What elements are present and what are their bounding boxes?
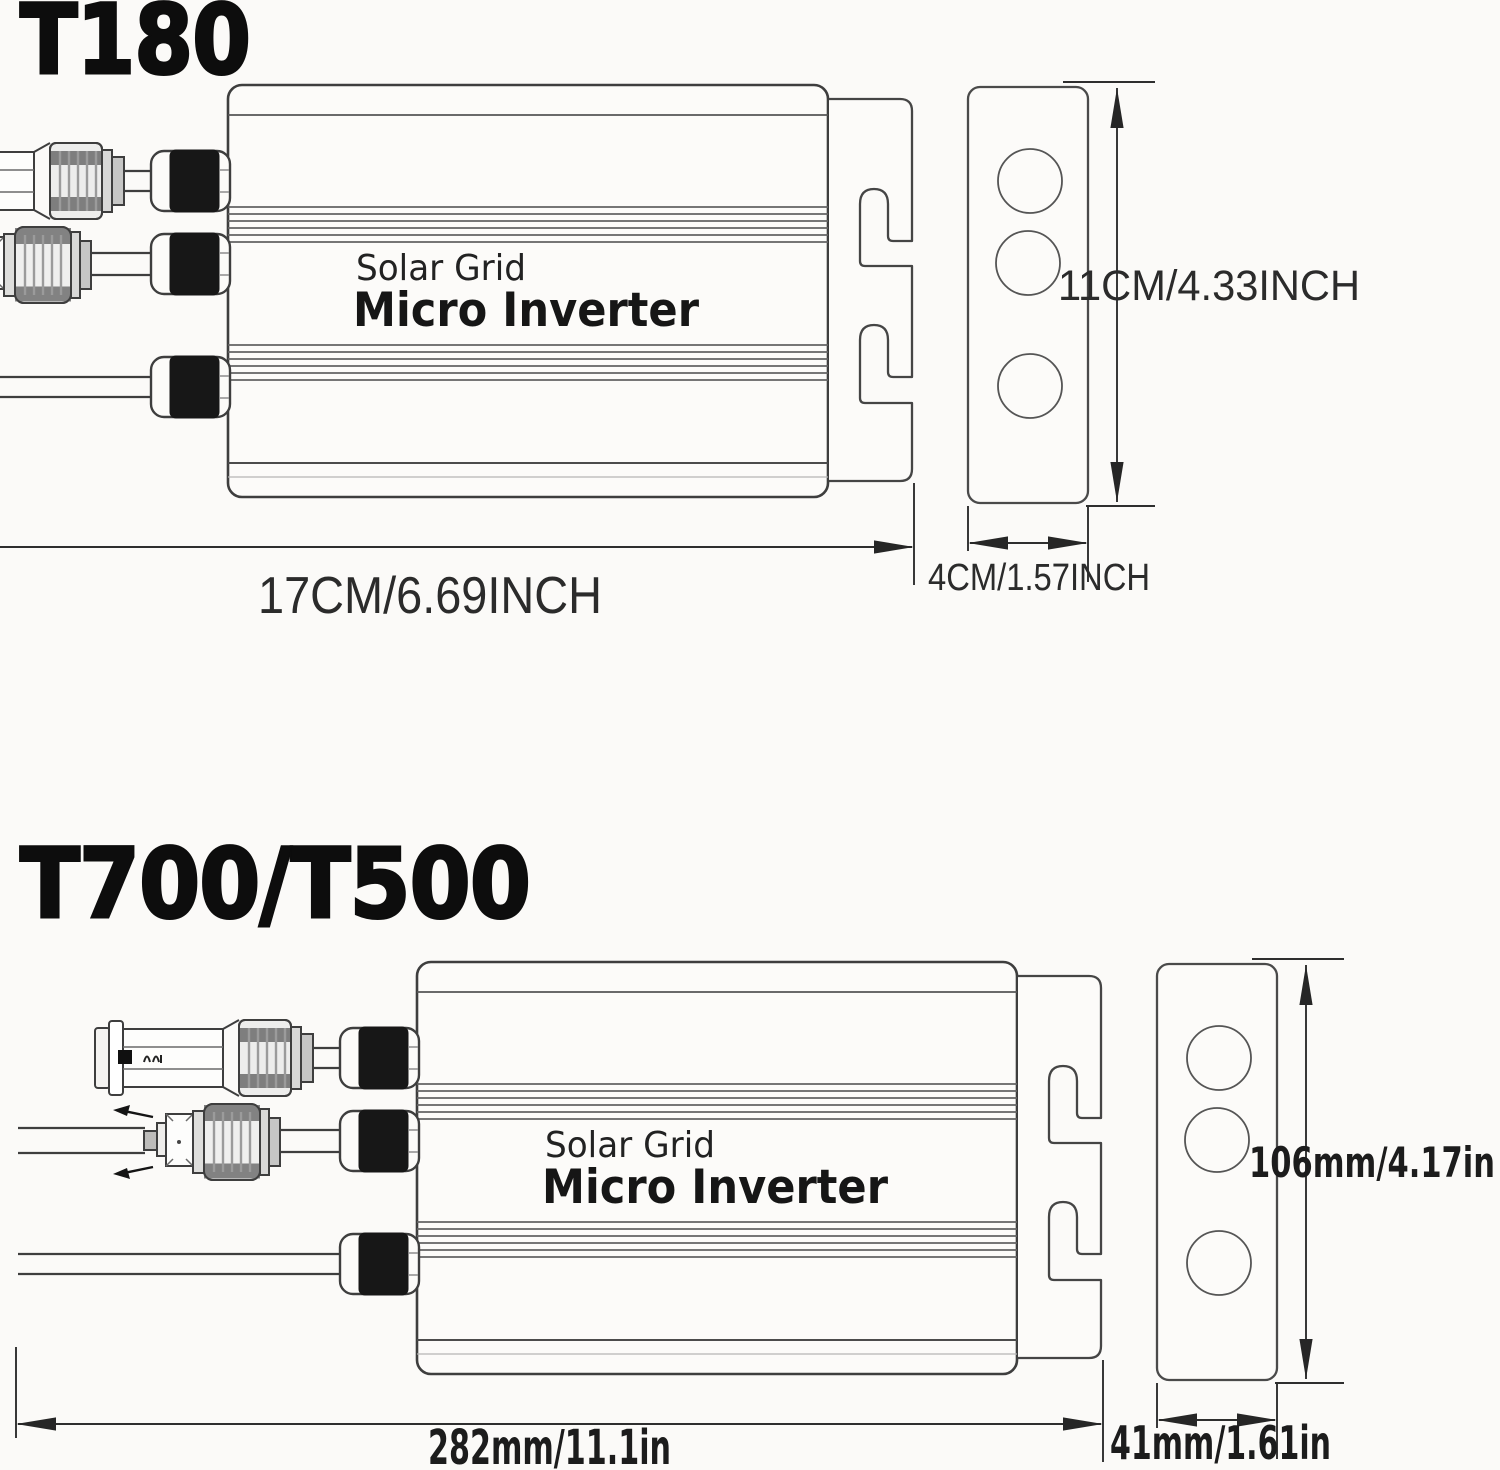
t700-device-label-line1: Solar Grid [545, 1125, 715, 1166]
t180-width-dimension-label: 17CM/6.69INCH [258, 567, 602, 625]
t180-height-dimension-label: 11CM/4.33INCH [1058, 262, 1360, 310]
t180-depth-dimension-label: 4CM/1.57INCH [928, 557, 1150, 599]
model-title-t180: T180 [20, 0, 250, 96]
figure-t180: T180 Solar Grid Micro Inverter 17CM/6.69… [0, 0, 1360, 625]
t700-depth-dimension-label: 41mm/1.61in [1110, 1416, 1331, 1470]
t700-height-dimension-label: 106mm/4.17in [1249, 1138, 1495, 1187]
figure-t700-t500: T700/T500 Solar Grid Micro Inverter 282m… [16, 827, 1495, 1470]
t180-device-label-line1: Solar Grid [356, 248, 526, 289]
t700-device-label-line2: Micro Inverter [542, 1160, 889, 1215]
t180-device-label-line2: Micro Inverter [353, 283, 700, 338]
model-title-t700-t500: T700/T500 [20, 828, 530, 940]
t700-width-dimension-label: 282mm/11.1in [428, 1420, 671, 1470]
